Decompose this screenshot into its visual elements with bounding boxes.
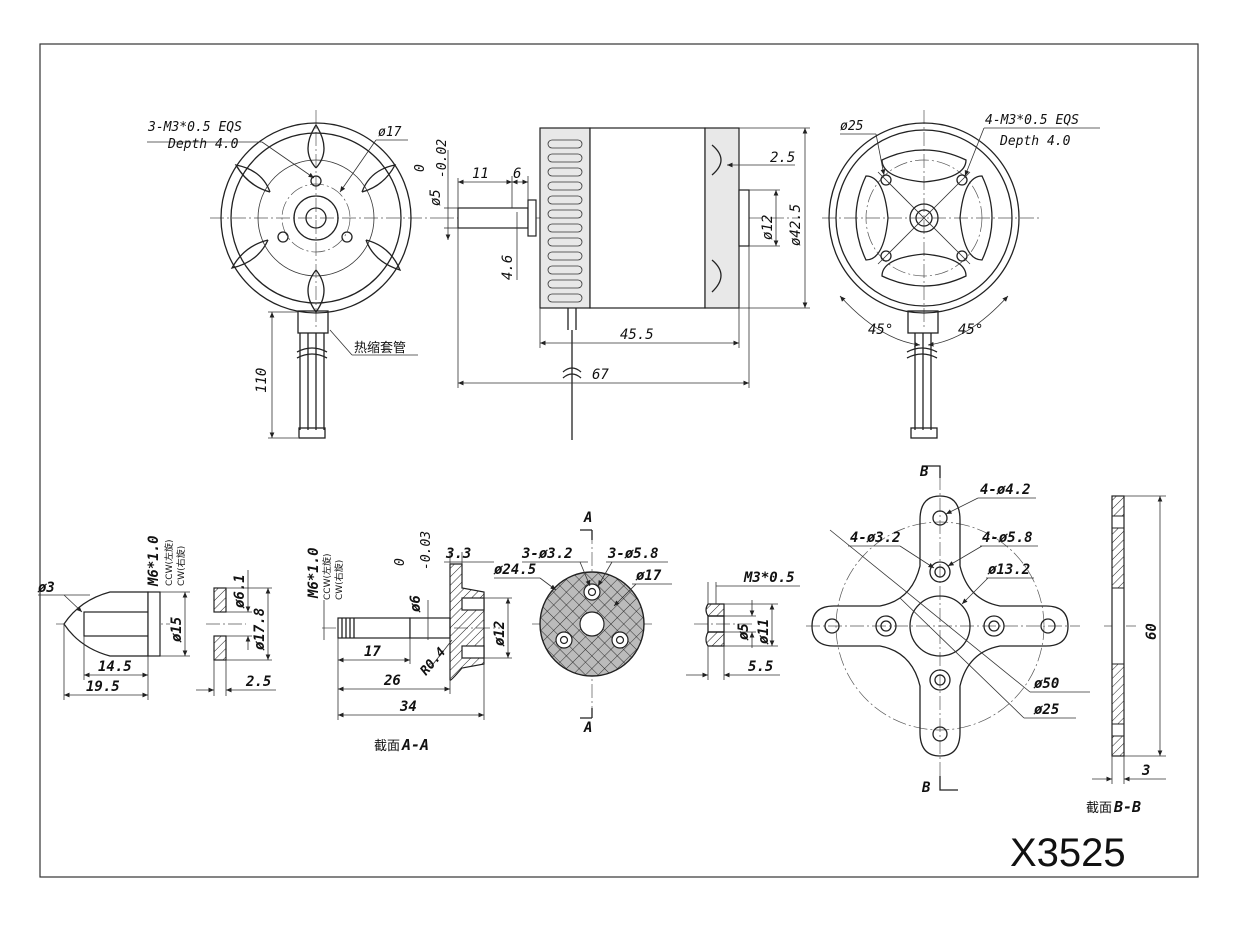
cone-tip-dia: ø3 — [37, 580, 55, 596]
nut-outer-dia: ø11 — [756, 619, 772, 645]
nut-inner-dia: ø5 — [736, 623, 752, 641]
cone-bore-dia: ø15 — [169, 617, 185, 643]
nut: M3*0.5 ø5 ø11 5.5 — [686, 570, 800, 680]
adapter-ccw: CCW(左旋) — [321, 554, 333, 601]
x-section-label: 截面 — [1086, 801, 1112, 816]
x-holes-outer: 4-ø4.2 — [980, 482, 1031, 498]
prop-mount-face: A A ø24.5 3-ø3.2 3-ø5.8 ø17 — [493, 510, 672, 736]
side-total-len: 67 — [592, 367, 609, 383]
cone-ccw: CCW(左旋) — [163, 540, 175, 587]
x-holes-b: 4-ø5.8 — [982, 530, 1033, 546]
side-shaft-tol-lower: -0.02 — [435, 139, 450, 178]
washer: ø6.1 ø17.8 2.5 — [196, 570, 276, 696]
front-wire-length: 110 — [254, 368, 270, 393]
cone-len-inner: 14.5 — [98, 659, 132, 675]
sheet-border — [39, 43, 1199, 878]
adapter-section-label: 截面 — [374, 739, 400, 754]
prop-adapter: M6*1.0 CCW(左旋) CW(右旋) ø6 0 -0.03 3.3 ø12… — [306, 531, 512, 754]
side-body-dia: ø42.5 — [788, 204, 804, 246]
x-section-mark-bottom: B — [921, 780, 931, 796]
x-section-mark-top: B — [919, 464, 929, 480]
prop-outer-dia: ø24.5 — [493, 562, 536, 578]
front-view: 110 3-M3*0.5 EQS Depth 4.0 ø17 热缩套管 — [147, 110, 440, 439]
adapter-thread: M6*1.0 — [306, 547, 322, 599]
adapter-shaft-tol-lower: -0.03 — [419, 531, 434, 570]
nut-length: 5.5 — [748, 659, 773, 675]
x-outer-circle: ø50 — [1033, 676, 1059, 692]
prop-bolt-circle: ø17 — [635, 568, 662, 584]
adapter-boss-dia: ø12 — [492, 621, 508, 647]
prop-section-mark-bottom: A — [583, 720, 592, 736]
side-boss-dia: ø12 — [760, 215, 776, 240]
rear-view: 45° 45° ø25 4-M3*0.5 EQS Depth 4.0 — [822, 110, 1100, 439]
washer-thickness: 2.5 — [245, 674, 271, 690]
x-height: 60 — [1144, 623, 1160, 640]
side-offset: 4.6 — [500, 255, 516, 280]
adapter-shaft-tol-upper: 0 — [393, 558, 408, 566]
x-mount: B B 4-ø4.2 4-ø3.2 4-ø5.8 ø13.2 ø50 ø25 6… — [806, 464, 1166, 816]
rear-angle-left: 45° — [868, 322, 893, 338]
prop-section-mark-top: A — [583, 510, 592, 526]
adapter-len-total: 34 — [399, 699, 417, 715]
cone-len-total: 19.5 — [86, 679, 120, 695]
side-shaft-tol-upper: 0 — [413, 164, 428, 172]
side-collar-len: 6 — [513, 166, 521, 182]
cone-thread: M6*1.0 — [146, 535, 162, 587]
adapter-section-name: A-A — [401, 736, 429, 754]
front-mount-holes: 3-M3*0.5 EQS — [147, 120, 242, 135]
front-mount-depth: Depth 4.0 — [167, 137, 239, 152]
washer-inner-dia: ø6.1 — [232, 574, 248, 609]
adapter-cw: CW(右旋) — [333, 560, 345, 600]
side-top-gap: 2.5 — [770, 150, 795, 166]
cone-cw: CW(右旋) — [175, 546, 187, 586]
nut-thread: M3*0.5 — [743, 570, 795, 586]
rear-mount-holes: 4-M3*0.5 EQS — [985, 113, 1079, 128]
x-holes-a: 4-ø3.2 — [850, 530, 901, 546]
adapter-shaft-dia: ø6 — [408, 595, 424, 613]
sleeve-label: 热缩套管 — [354, 340, 406, 356]
model-name: X3525 — [1010, 831, 1126, 875]
front-bolt-circle: ø17 — [378, 125, 402, 140]
prop-cone: ø3 M6*1.0 CCW(左旋) CW(右旋) ø15 14.5 19.5 — [37, 535, 190, 700]
washer-outer-dia: ø17.8 — [252, 608, 268, 651]
rear-angle-right: 45° — [958, 322, 983, 338]
adapter-flange-thk: 3.3 — [445, 546, 471, 562]
side-shaft-dia: ø5 — [428, 189, 444, 206]
side-shaft-len: 11 — [472, 166, 489, 182]
side-body-len: 45.5 — [620, 327, 654, 343]
x-section-name: B-B — [1113, 798, 1141, 816]
adapter-len-shaft: 26 — [383, 673, 401, 689]
adapter-len-thread: 17 — [364, 644, 381, 660]
prop-holes-small: 3-ø3.2 — [521, 546, 573, 562]
side-view: ø5 0 -0.02 11 6 4.6 2.5 ø12 ø42.5 45.5 — [413, 127, 810, 440]
rear-bolt-circle: ø25 — [840, 119, 864, 134]
x-thickness: 3 — [1141, 763, 1150, 779]
rear-mount-depth: Depth 4.0 — [999, 134, 1071, 149]
x-inner-circle: ø25 — [1033, 702, 1059, 718]
x-center-dia: ø13.2 — [987, 562, 1030, 578]
prop-holes-large: 3-ø5.8 — [607, 546, 659, 562]
